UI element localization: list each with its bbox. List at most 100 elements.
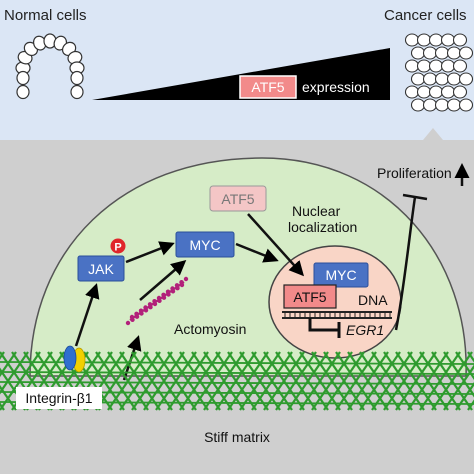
jak-box [77,255,125,282]
matrix-fiber [131,351,173,411]
cancer-cell [404,33,420,47]
matrix-fiber [263,351,305,411]
proliferation-label: Proliferation [377,165,452,181]
actomyosin-bead [148,305,153,310]
matrix-fiber [431,351,473,411]
matrix-fiber [191,351,233,411]
egr1-label: EGR1 [346,322,384,338]
actomyosin-bead [170,289,176,294]
actomyosin-bead [139,311,144,316]
cancer-cells-cluster-icon [404,33,474,112]
cancer-cell [422,98,438,112]
cancer-cell [416,59,432,73]
matrix-fiber [251,351,293,411]
integrin-label-box [16,387,102,409]
actomyosin-bead [161,295,167,300]
cancer-cell [416,85,432,99]
actomyosin-bead [166,292,171,297]
stiff-matrix-label: Stiff matrix [204,429,270,445]
normal-cell [70,70,84,86]
cancer-cell [452,85,468,99]
normal-cell [16,84,30,100]
cancer-cell [452,33,468,47]
actomyosin-bead [152,301,158,307]
cancer-cell [416,33,432,47]
atf5-nucleus-label: ATF5 [293,289,326,305]
myc-cytoplasm-box [175,231,235,258]
jak-to-myc-arrow [125,241,175,264]
atf5-expression-badge [239,75,297,99]
cancer-cell [410,98,426,112]
cancer-cell [410,72,426,86]
cancer-cell [458,98,474,112]
phospho-label: P [114,242,121,254]
matrix-fiber [395,351,437,411]
matrix-fiber [239,351,281,411]
matrix-fiber [383,351,425,411]
atf5-cytoplasm-box [209,185,267,212]
cancer-cell [422,72,438,86]
matrix-fiber [311,351,353,411]
myc-cytoplasm-label: MYC [189,237,220,253]
cancer-cell [428,33,444,47]
dna-label: DNA [358,292,388,308]
atf5-expression-badge-label: ATF5 [251,79,284,95]
matrix-fiber [407,351,449,411]
actomyosin-filament [129,281,185,321]
integrin-blue-subunit-icon [63,345,77,371]
actomyosin-bead [183,276,189,282]
matrix-fiber [0,384,17,411]
cancer-cell [404,59,420,73]
cancer-cell [446,98,462,112]
actomyosin-bead [143,308,149,313]
cancer-cell [446,72,462,86]
matrix-fiber [455,351,474,381]
actomyosin-bead [175,286,180,291]
normal-cells-arch-icon [15,33,85,100]
atf5-cytoplasm-label: ATF5 [221,191,254,207]
normal-cell [16,70,30,86]
atf5-to-nucleus-arrow [247,213,305,277]
cancer-cell [422,46,438,60]
cancer-cell [404,85,420,99]
cancer-cell [458,46,474,60]
matrix-fiber [323,351,365,411]
cancer-cell [446,46,462,60]
actomyosin-bead [157,298,162,303]
matrix-fiber [455,381,474,411]
normal-cell [70,84,84,100]
matrix-fiber [0,381,474,385]
matrix-fiber [227,351,269,411]
cancer-cell [428,59,444,73]
cancer-cell [410,46,426,60]
cancer-cell [434,98,450,112]
matrix-fiber [443,351,474,398]
nuclear-localization-label-line2: localization [288,219,357,235]
normal-cells-label: Normal cells [4,7,87,24]
egr1-to-proliferation-inhibition [394,196,417,331]
matrix-fiber [371,351,413,411]
matrix-fiber [299,351,341,411]
egr1-repression-arrow [308,318,338,332]
matrix-fiber [167,351,209,411]
actomyosin-fiber-icon [125,276,189,326]
matrix-fiber [419,351,461,411]
actomyosin-bead [134,314,140,319]
cancer-cells-label: Cancer cells [384,7,467,24]
proliferation-inhibition-bar [402,193,428,201]
actomyosin-label: Actomyosin [174,321,246,337]
actomyosin-to-myc-arrow [139,260,187,301]
cancer-cell [434,46,450,60]
integrin-label: Integrin-β1 [25,390,92,406]
matrix-fiber [347,351,389,411]
integrin-to-jak-arrow [74,283,100,347]
atf5-nucleus-box [283,284,337,309]
matrix-fiber [215,351,257,411]
matrix-fiber [155,351,197,411]
cancer-cell [458,72,474,86]
cancer-cell [440,33,456,47]
cancer-cell [434,72,450,86]
myc-to-nucleus-arrow [235,242,279,263]
